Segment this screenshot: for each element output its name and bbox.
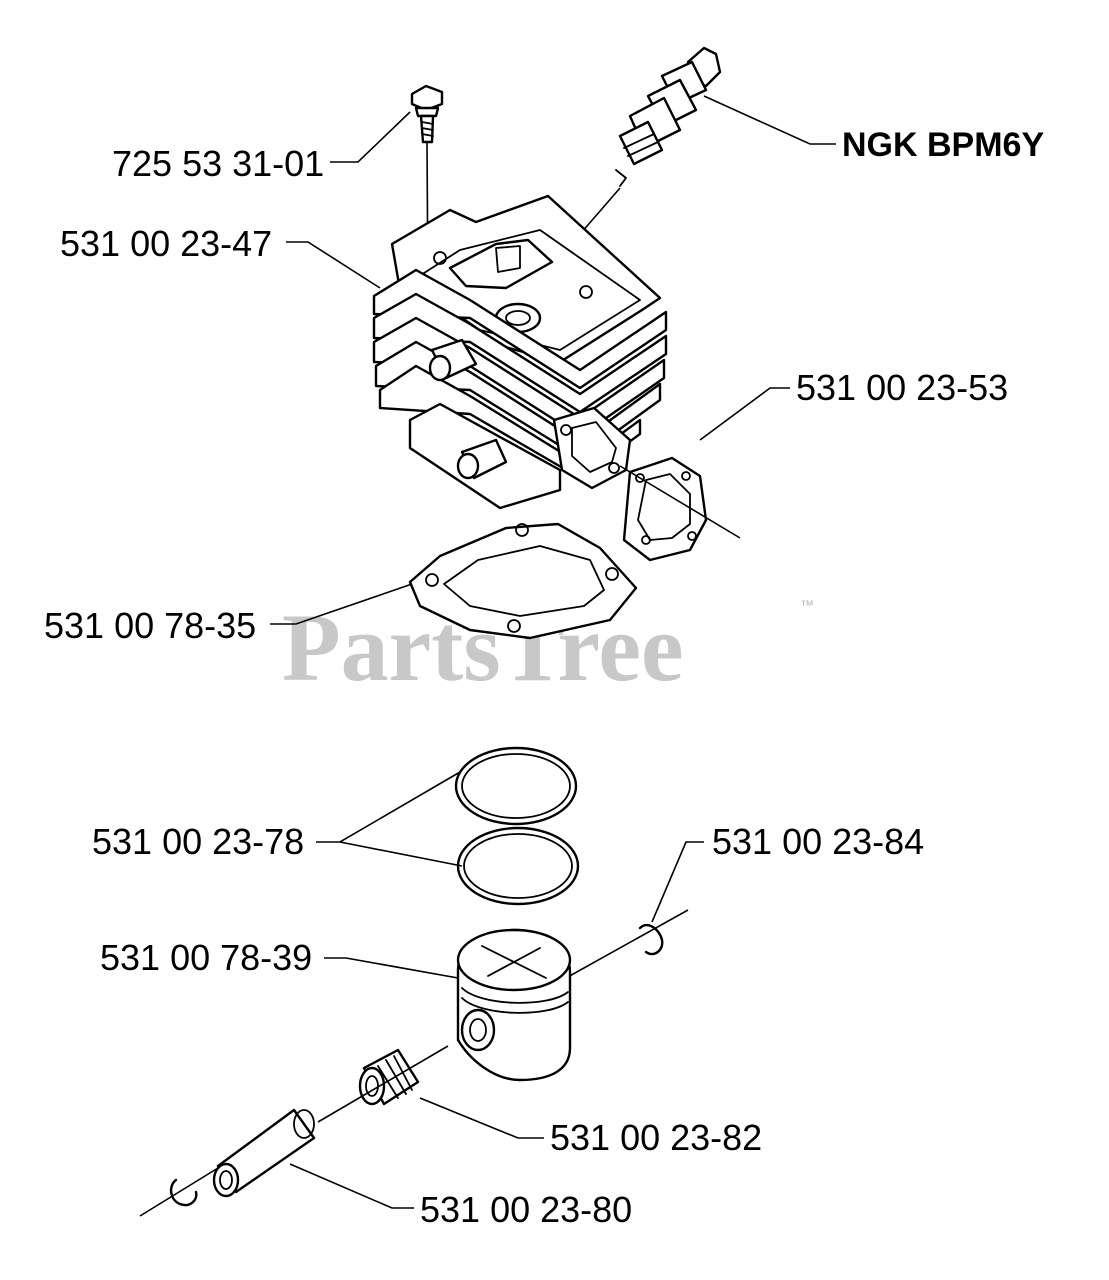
piston-rings-drawing [454, 746, 580, 906]
label-circlip: 531 00 23-84 [712, 821, 924, 862]
needle-bearing-drawing [317, 1045, 449, 1123]
base-gasket-drawing [408, 522, 638, 640]
label-spark-plug: NGK BPM6Y [842, 126, 1044, 164]
label-needle-bearing: 531 00 23-82 [550, 1117, 762, 1158]
leader-lines [270, 95, 836, 1209]
piston-drawing [456, 928, 572, 1082]
circlip-left-drawing [139, 1167, 219, 1217]
label-cylinder: 531 00 23-47 [60, 223, 272, 264]
piston-pin-drawing [212, 1108, 316, 1198]
label-exhaust-gasket: 531 00 23-53 [796, 367, 1008, 408]
circlip-right-drawing [565, 909, 689, 979]
spark-plug-drawing [567, 46, 722, 249]
label-piston-rings: 531 00 23-78 [92, 821, 304, 862]
label-piston-pin: 531 00 23-80 [420, 1189, 632, 1230]
label-piston: 531 00 78-39 [100, 937, 312, 978]
watermark-trademark: ™ [800, 597, 814, 613]
exhaust-gasket-drawing [619, 456, 741, 562]
cylinder-drawing [372, 194, 668, 510]
label-bolt: 725 53 31-01 [112, 143, 324, 184]
label-base-gasket: 531 00 78-35 [44, 605, 256, 646]
